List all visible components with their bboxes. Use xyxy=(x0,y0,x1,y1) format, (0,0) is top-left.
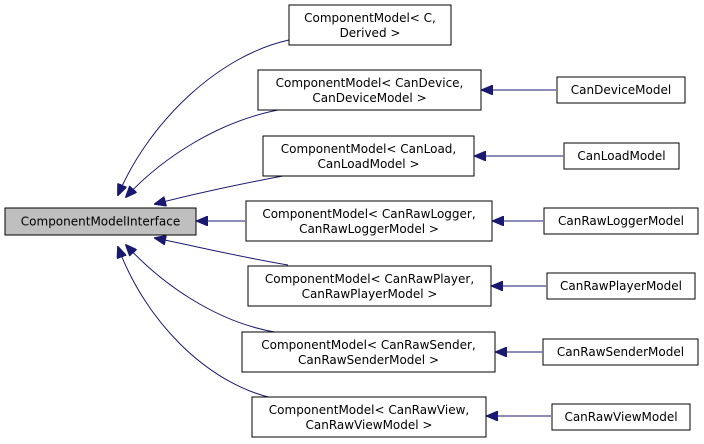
node-label: ComponentModelInterface xyxy=(21,215,180,229)
node-component-model-can-load[interactable]: ComponentModel< CanLoad, CanLoadModel > xyxy=(262,135,475,177)
edge-root-can-raw-view xyxy=(118,247,273,399)
edge-root-can-raw-sender xyxy=(126,245,281,334)
node-label-line-1: ComponentModel< CanRawView, xyxy=(269,403,469,417)
node-can-load-model[interactable]: CanLoadModel xyxy=(563,142,680,170)
node-label: CanRawViewModel xyxy=(564,410,677,424)
edge-root-c-derived xyxy=(118,39,290,195)
node-label-line-1: ComponentModel< CanRawLogger, xyxy=(262,207,475,221)
node-component-model-can-raw-sender[interactable]: ComponentModel< CanRawSender, CanRawSend… xyxy=(241,331,496,373)
node-label-line-1: ComponentModel< CanLoad, xyxy=(281,142,457,156)
node-label-line-2: CanRawViewModel > xyxy=(306,418,433,432)
node-component-model-can-device[interactable]: ComponentModel< CanDevice, CanDeviceMode… xyxy=(257,69,482,111)
node-component-model-interface[interactable]: ComponentModelInterface xyxy=(4,207,197,236)
node-label-line-1: ComponentModel< CanRawPlayer, xyxy=(265,272,474,286)
node-label-line-2: CanRawSenderModel > xyxy=(298,353,439,367)
node-label-line-1: ComponentModel< CanRawSender, xyxy=(261,338,476,352)
node-label-line-2: CanRawLoggerModel > xyxy=(299,222,439,236)
node-can-raw-player-model[interactable]: CanRawPlayerModel xyxy=(546,272,696,300)
node-label: CanRawPlayerModel xyxy=(560,279,682,293)
node-label: CanRawSenderModel xyxy=(557,345,684,359)
node-component-model-can-raw-player[interactable]: ComponentModel< CanRawPlayer, CanRawPlay… xyxy=(247,265,492,307)
node-component-model-c-derived[interactable]: ComponentModel< C, Derived > xyxy=(288,4,452,46)
node-label: CanLoadModel xyxy=(577,149,665,163)
node-can-raw-view-model[interactable]: CanRawViewModel xyxy=(551,403,691,431)
edge-root-can-load xyxy=(155,174,289,204)
node-can-device-model[interactable]: CanDeviceModel xyxy=(556,76,686,104)
node-component-model-can-raw-logger[interactable]: ComponentModel< CanRawLogger, CanRawLogg… xyxy=(245,200,493,242)
node-can-raw-logger-model[interactable]: CanRawLoggerModel xyxy=(543,207,699,235)
node-can-raw-sender-model[interactable]: CanRawSenderModel xyxy=(542,338,699,366)
node-label-line-2: Derived > xyxy=(340,26,401,40)
node-label-line-1: ComponentModel< CanDevice, xyxy=(276,76,464,90)
edge-root-can-device xyxy=(126,107,291,197)
node-label: CanDeviceModel xyxy=(571,83,671,97)
node-label-line-2: CanDeviceModel > xyxy=(312,91,426,105)
node-label-line-2: CanLoadModel > xyxy=(317,157,419,171)
node-component-model-can-raw-view[interactable]: ComponentModel< CanRawView, CanRawViewMo… xyxy=(251,396,487,438)
node-label-line-1: ComponentModel< C, xyxy=(304,11,436,25)
node-label-line-2: CanRawPlayerModel > xyxy=(302,287,438,301)
edge-root-can-raw-player xyxy=(155,238,289,266)
node-label: CanRawLoggerModel xyxy=(558,214,684,228)
